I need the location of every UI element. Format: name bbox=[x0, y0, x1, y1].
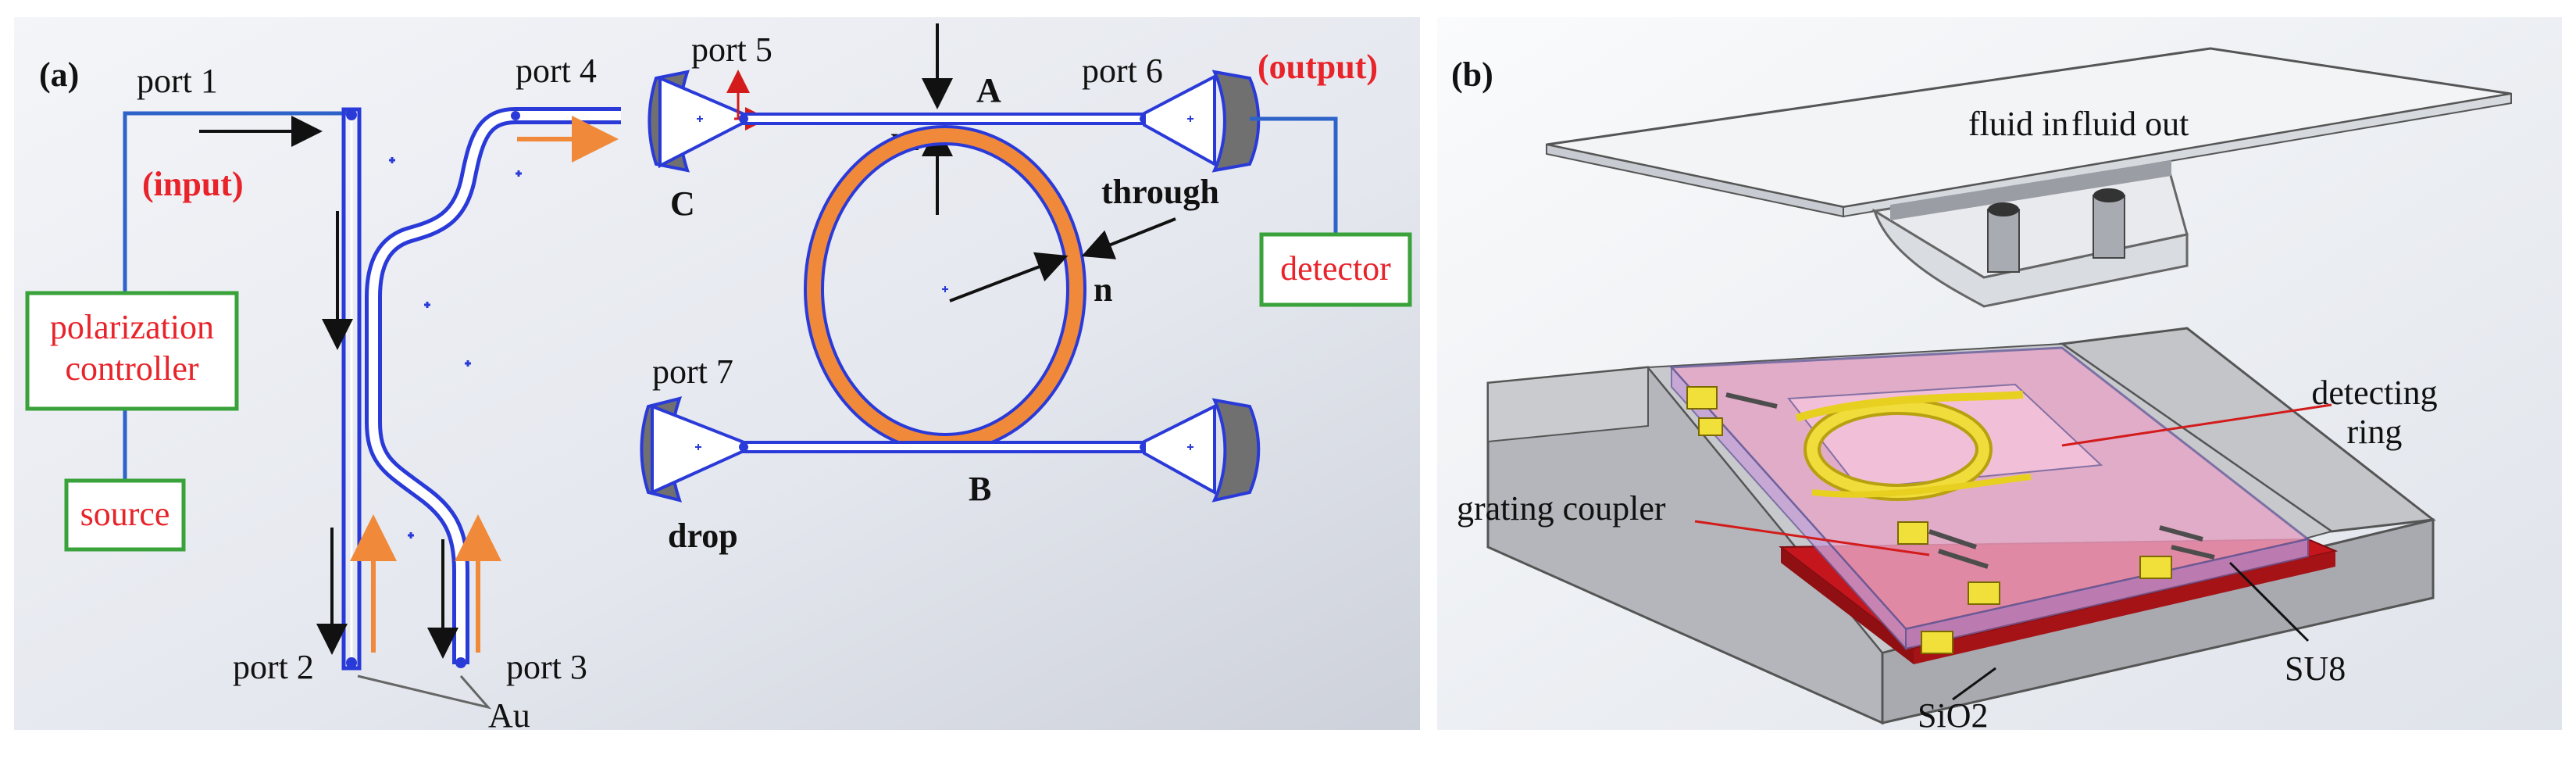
panel-a: (a) polarization controller source port … bbox=[14, 17, 1420, 735]
polarization-controller-box: polarization controller bbox=[25, 291, 239, 411]
label-c: C bbox=[670, 184, 695, 223]
su8-label: SU8 bbox=[2285, 649, 2346, 688]
port6-label: port 6 bbox=[1082, 52, 1163, 90]
panel-a-tag: (a) bbox=[39, 55, 79, 94]
source-label: source bbox=[80, 495, 170, 533]
grating-coupler-label: grating coupler bbox=[1457, 489, 1666, 528]
input-label: (input) bbox=[142, 165, 244, 203]
fluid-in-label: fluid in bbox=[1968, 105, 2068, 143]
port1-label: port 1 bbox=[137, 62, 218, 100]
port7-label: port 7 bbox=[652, 352, 733, 391]
drop-label: drop bbox=[668, 517, 738, 555]
through-label: through bbox=[1101, 173, 1219, 211]
port4-label: port 4 bbox=[516, 52, 597, 90]
detecting-label-2: ring bbox=[2347, 413, 2403, 451]
grating-pads bbox=[1686, 386, 2172, 654]
detector-label: detector bbox=[1280, 249, 1391, 288]
panel-b: (b) fluid in fluid out bbox=[1437, 17, 2562, 735]
au-pointer-lines bbox=[357, 674, 492, 710]
radius-arrow-out bbox=[1081, 217, 1176, 259]
detecting-ring-pointer bbox=[2061, 403, 2332, 447]
alignment-markers bbox=[389, 157, 522, 538]
fluid-out-pipe bbox=[2093, 188, 2125, 259]
output-fiber-line bbox=[1250, 116, 1338, 234]
fluid-in-pipe bbox=[1987, 202, 2020, 273]
source-box: source bbox=[64, 478, 186, 552]
detector-box: detector bbox=[1259, 232, 1412, 307]
port3-label: port 3 bbox=[506, 648, 587, 686]
grating-coupler-port6 bbox=[1143, 70, 1261, 173]
au-label: Au bbox=[488, 696, 530, 735]
polarization-label-1: polarization bbox=[50, 308, 214, 346]
fluid-out-label: fluid out bbox=[2071, 105, 2189, 143]
through-waveguide-a bbox=[739, 113, 1150, 125]
label-n: n bbox=[1094, 270, 1112, 309]
fluid-chamber bbox=[1871, 160, 2189, 308]
port2-label: port 2 bbox=[233, 648, 314, 686]
sio2-pointer bbox=[1952, 667, 1996, 701]
radius-arrow-in bbox=[949, 252, 1069, 302]
grating-coupler-c bbox=[648, 70, 744, 173]
label-a: A bbox=[976, 71, 1001, 109]
detecting-ring bbox=[1795, 391, 2032, 501]
grating-teeth bbox=[1725, 392, 2215, 569]
label-b: B bbox=[969, 470, 991, 508]
drop-waveguide-b bbox=[640, 396, 1261, 503]
detecting-label-1: detecting bbox=[2311, 374, 2437, 412]
grating-coupler-pointer bbox=[1694, 520, 1930, 556]
bus-waveguide-vertical bbox=[341, 107, 362, 671]
su8-pointer bbox=[2228, 561, 2310, 642]
panel-b-tag: (b) bbox=[1451, 55, 1493, 94]
polarization-label-2: controller bbox=[65, 349, 198, 388]
port5-label: port 5 bbox=[691, 30, 772, 69]
sio2-label: SiO2 bbox=[1918, 696, 1988, 735]
s-bend-waveguide bbox=[365, 107, 621, 668]
output-label: (output) bbox=[1258, 48, 1378, 86]
